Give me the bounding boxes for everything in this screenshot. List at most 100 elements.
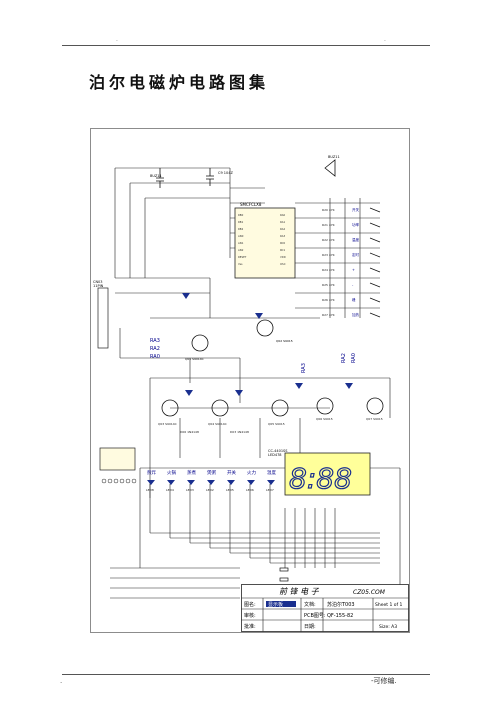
resistor-label: R22 47K	[322, 238, 336, 242]
ra-label-vertical: RA3	[301, 363, 307, 373]
led-ref: LED8	[146, 488, 154, 492]
svg-text:RB0: RB0	[238, 213, 244, 217]
indicator-label: 温度	[267, 469, 276, 476]
title-block-size: Size: A3	[379, 624, 397, 630]
transistor-label: Q02 S9015	[276, 339, 293, 343]
page-title: 泊尔电磁炉电路图集	[89, 73, 270, 92]
ra-label: RA2	[150, 346, 160, 352]
svg-text:OSC: OSC	[280, 262, 286, 266]
key-label: 功率	[352, 222, 360, 227]
title-block-label: 批准:	[244, 623, 256, 630]
svg-text:VDD: VDD	[280, 255, 286, 259]
led-ref: LED3	[186, 488, 194, 492]
title-block-name: 显示板	[268, 601, 283, 608]
cap-c9-label: C9 104Z	[218, 171, 233, 175]
key-label: 温度	[352, 237, 360, 242]
title-block-sheet: Sheet 1 of 1	[375, 602, 403, 608]
display-part: LED478	[268, 453, 282, 457]
driver-ic	[99, 447, 136, 471]
resistor-label: R27 47K	[322, 313, 336, 317]
key-column: 开关 功率 温度 定时 + - 峰 加热 R20 47K R21 47K R22…	[322, 207, 381, 318]
svg-text:Vss: Vss	[238, 262, 243, 266]
connector-cn03	[97, 287, 109, 349]
buzzer-label: BUZ11	[328, 155, 340, 159]
key-label: 加热	[352, 312, 360, 317]
title-block-company: 前 锋 电 子	[279, 587, 320, 596]
led-ref: LED7	[266, 488, 274, 492]
title-block-label: 图名:	[244, 601, 256, 608]
key-label: 定时	[352, 252, 360, 257]
svg-text:RB2: RB2	[238, 227, 244, 231]
title-block-doc-label: 文档:	[304, 601, 316, 608]
svg-text:AN2: AN2	[238, 248, 244, 252]
transistor-label: Q04 S9014C	[208, 422, 227, 426]
indicator-label: 煲粥	[207, 469, 216, 476]
diode-label: D03 1N4148	[230, 430, 249, 434]
resistor-label: R21 47K	[322, 223, 336, 227]
transistor-label: Q07 S9015	[366, 417, 383, 421]
header-rule	[62, 45, 430, 46]
key-label: 开关	[352, 207, 360, 212]
led-ref: LED4	[166, 488, 174, 492]
seven-segment-display	[284, 452, 371, 496]
transistor-row-upper	[191, 319, 274, 352]
title-block: 前 锋 电 子 CZ05.COM 图名: 显示板 文档: 苏泊尔T003 She…	[241, 584, 409, 632]
title-block-doc: 苏泊尔T003	[327, 601, 355, 608]
indicator-label: 火锅	[167, 469, 176, 476]
transistor-label: Q01 S9014C	[185, 357, 204, 361]
svg-text:RC1: RC1	[280, 248, 285, 252]
footer-text: -可修编.	[371, 677, 397, 685]
svg-text:RA2: RA2	[280, 227, 285, 231]
ra-label: RA0	[150, 354, 160, 360]
title-block-date-label: 日期:	[304, 624, 316, 630]
title-block-pcb-label: PCB图号:	[304, 613, 326, 619]
key-label: +	[352, 268, 355, 272]
svg-text:RC0: RC0	[280, 241, 285, 245]
indicator-label: 火力	[247, 469, 256, 476]
key-label: -	[352, 283, 354, 287]
svg-text:RA1: RA1	[280, 220, 285, 224]
resistor-label: R23 47K	[322, 253, 336, 257]
transistor-row-lower	[161, 397, 384, 417]
header-dot-right: .	[384, 36, 386, 43]
resistor-label: R24 47K	[322, 268, 336, 272]
svg-text:AN1: AN1	[238, 241, 244, 245]
transistor-label: Q05 S9015	[268, 422, 285, 426]
schematic-frame	[90, 128, 410, 633]
display-digits: 8:88	[289, 462, 352, 495]
indicator-label: 蒸煮	[187, 469, 196, 476]
indicator-label: 煎炸	[147, 469, 156, 476]
title-block-pcb: QF-155-82	[327, 613, 353, 619]
key-label: 峰	[352, 297, 356, 302]
resistor-label: R26 47K	[322, 298, 336, 302]
footer-rule	[62, 674, 430, 675]
indicator-label: 开关	[227, 469, 236, 476]
cap-label: BUZ11	[150, 174, 162, 178]
title-block-website: CZ05.COM	[353, 589, 386, 596]
resistor-label: R20 47K	[322, 208, 336, 212]
transistor-label: Q06 S9015	[316, 417, 333, 421]
transistor-label: Q03 S9014C	[158, 422, 177, 426]
led-ref: LED2	[206, 488, 214, 492]
led-ref: LED5	[226, 488, 234, 492]
svg-text:AN0: AN0	[238, 234, 244, 238]
ra-label-vertical: RA2	[341, 353, 347, 363]
display-ref: CC-4401SS	[268, 449, 288, 453]
svg-text:RESET: RESET	[238, 255, 247, 259]
title-block-label: 审核:	[244, 612, 256, 619]
connector-pins: 11PIN	[93, 284, 104, 288]
resistor-label: R25 47K	[322, 283, 336, 287]
svg-text:RA3: RA3	[280, 234, 285, 238]
svg-text:RA0: RA0	[280, 213, 285, 217]
footer-dot: .	[60, 677, 63, 685]
diode-label: D06 1N4148	[180, 430, 199, 434]
ra-label: RA3	[150, 338, 160, 344]
header-dot-left: .	[116, 36, 118, 43]
mcu-label: SMCFCLX8	[240, 202, 262, 207]
diodes	[182, 293, 353, 396]
mcu-chip	[234, 207, 296, 279]
ra-label-vertical: RA0	[351, 353, 357, 363]
connector-ref: CN03	[93, 280, 103, 284]
led-ref: LED6	[246, 488, 254, 492]
